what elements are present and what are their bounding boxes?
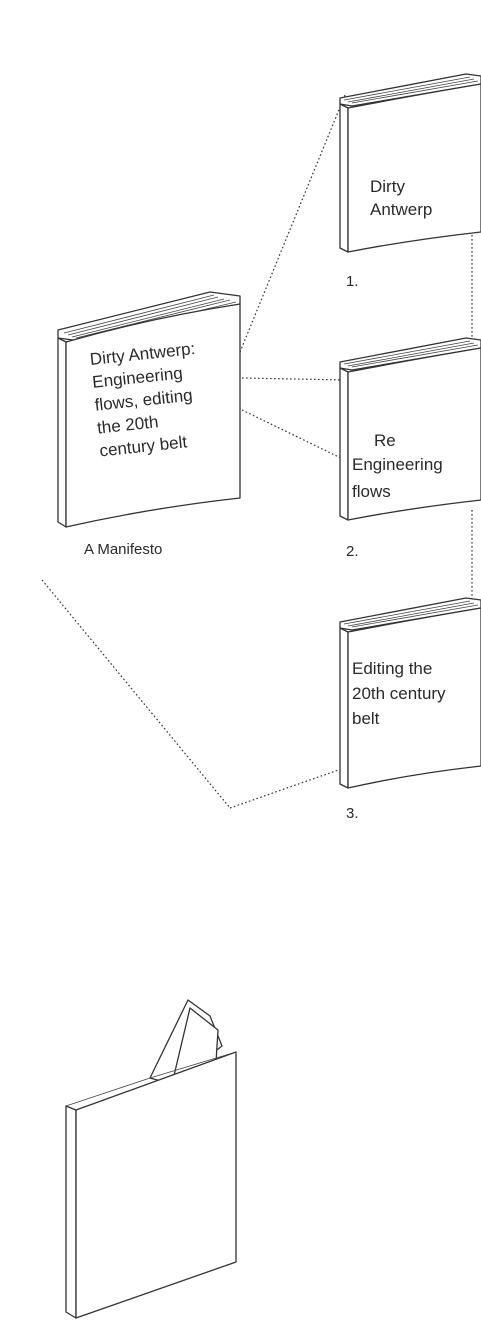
volume-2-title-line: Engineering [352,455,443,474]
manifesto-book: Dirty Antwerp: Engineering flows, editin… [57,291,241,558]
volume-1-number: 1. [346,273,359,290]
volume-3-title-line: belt [352,709,380,728]
volume-3-title-line: 20th century [352,684,446,703]
volume-2-title-line: Re [374,431,396,450]
volume-3-title-line: Editing the [352,659,432,678]
volume-3-number: 3. [346,805,359,822]
folded-cover-front [75,1051,237,1319]
connector-manifesto-to-volume-2 [241,377,346,381]
volume-1-title-line: Dirty [370,177,405,196]
volume-1-cover [347,83,481,253]
volume-2-number: 2. [346,543,359,560]
folded-cover-spine [65,1105,77,1319]
connector-manifesto-to-volume-1 [239,94,346,353]
volume-3-spine [339,627,349,789]
volume-2-title: Re Engineering flows [352,431,447,501]
connector-manifesto-to-volume-3 [241,409,346,461]
manifesto-book-cover [65,303,241,528]
volume-1-title: Dirty Antwerp [370,177,432,219]
manifesto-book-spine [57,337,67,528]
manifesto-caption: A Manifesto [84,541,162,558]
volume-2-cover [347,347,481,521]
volume-1-book: Dirty Antwerp 1. [339,73,481,290]
folded-cover [65,999,237,1319]
volume-3-cover [347,607,481,789]
volume-1-spine [339,103,349,253]
volume-2-title-line: flows [352,482,391,501]
volume-2-book: Re Engineering flows 2. [339,337,481,560]
volume-3-book: Editing the 20th century belt 3. [339,597,481,822]
connector-left-to-folded [41,579,231,809]
volume-2-spine [339,367,349,521]
volume-3-title: Editing the 20th century belt [352,659,450,728]
volume-1-title-line: Antwerp [370,200,432,219]
